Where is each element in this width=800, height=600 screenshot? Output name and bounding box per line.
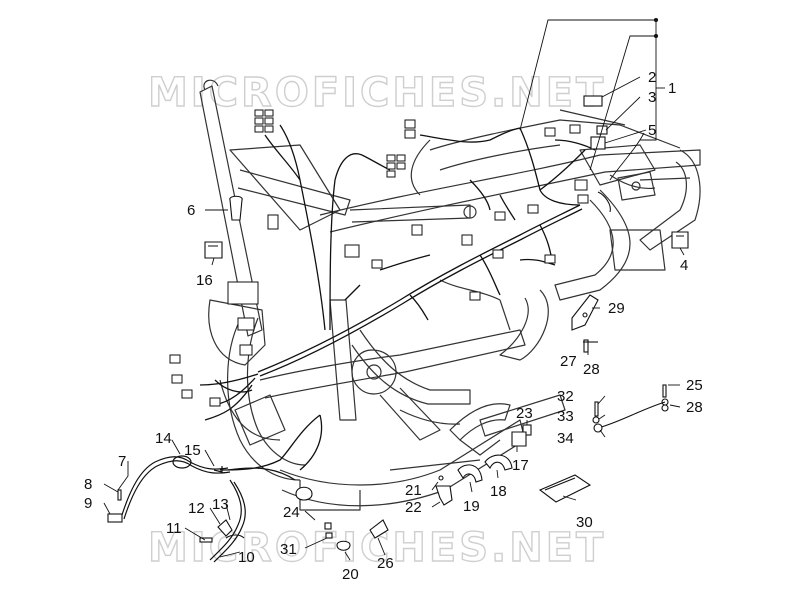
callout-15: 15 bbox=[184, 442, 201, 459]
callout-30: 30 bbox=[576, 514, 593, 531]
callout-25: 25 bbox=[686, 377, 703, 394]
callout-2: 2 bbox=[648, 69, 656, 86]
callout-31: 31 bbox=[280, 541, 297, 558]
callout-8: 8 bbox=[84, 476, 92, 493]
callout-6: 6 bbox=[187, 202, 195, 219]
callout-1: 1 bbox=[668, 80, 676, 97]
callout-18: 18 bbox=[490, 483, 507, 500]
callout-11: 11 bbox=[166, 520, 182, 537]
callout-29: 29 bbox=[608, 300, 625, 317]
callout-33: 33 bbox=[557, 408, 574, 425]
callout-10: 10 bbox=[238, 549, 255, 566]
sensor-cables-drawing bbox=[121, 455, 296, 563]
callout-24: 24 bbox=[283, 504, 300, 521]
callout-26: 26 bbox=[377, 555, 394, 572]
leader-lines bbox=[103, 17, 685, 561]
callout-14: 14 bbox=[155, 430, 172, 447]
callout-19: 19 bbox=[463, 498, 480, 515]
callout-9: 9 bbox=[84, 495, 92, 512]
callout-3: 3 bbox=[648, 89, 656, 106]
callout-22: 22 bbox=[405, 499, 422, 516]
callout-32: 32 bbox=[557, 388, 574, 405]
callout-17: 17 bbox=[512, 457, 529, 474]
callout-23: 23 bbox=[516, 405, 533, 422]
callout-16: 16 bbox=[196, 272, 213, 289]
watermark-top: MICROFICHES.NET bbox=[147, 69, 607, 116]
callout-20: 20 bbox=[342, 566, 359, 583]
callout-5: 5 bbox=[648, 122, 656, 139]
callout-labels: 1 2 3 4 5 6 7 8 9 10 11 12 13 14 15 16 1… bbox=[84, 69, 703, 583]
callout-28-upper: 28 bbox=[583, 361, 600, 378]
wiring-harness-drawing bbox=[199, 124, 596, 471]
callout-21: 21 bbox=[405, 482, 422, 499]
callout-4: 4 bbox=[680, 257, 688, 274]
callout-27: 27 bbox=[560, 353, 577, 370]
connectors-drawing bbox=[169, 109, 589, 407]
frame-drawing bbox=[199, 79, 701, 511]
callout-34: 34 bbox=[557, 430, 574, 447]
callout-12: 12 bbox=[188, 500, 205, 517]
callout-13: 13 bbox=[212, 496, 229, 513]
callout-28-lower: 28 bbox=[686, 399, 703, 416]
callout-7: 7 bbox=[118, 453, 126, 470]
